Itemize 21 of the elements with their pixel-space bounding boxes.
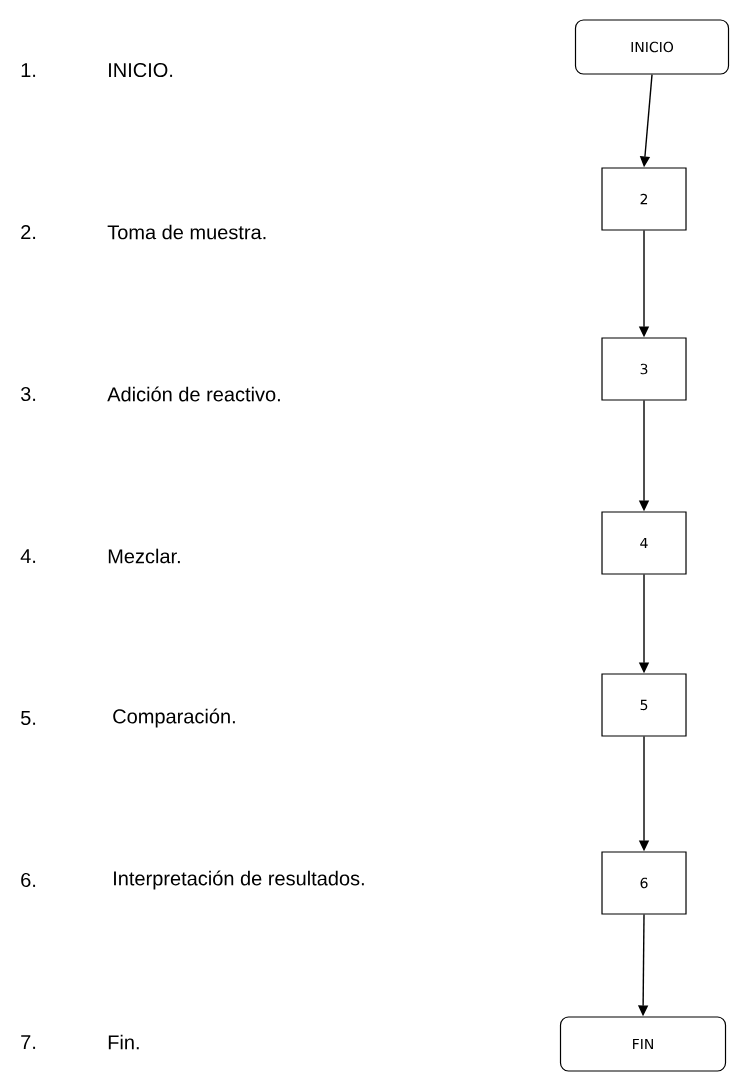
step-number: 5. [21, 711, 36, 725]
process-box: 2 [601, 167, 687, 231]
process-box: 5 [601, 673, 687, 737]
step-number: 4. [20, 549, 36, 563]
terminal-box: FIN [559, 1016, 727, 1072]
step-number: 1. [21, 63, 36, 77]
process-box: 4 [601, 511, 687, 575]
step-number: 6. [21, 872, 36, 888]
step-text: Comparación. [113, 708, 235, 728]
step-text: Fin. [108, 1034, 139, 1050]
step-text: Mezclar. [108, 548, 180, 564]
step-text: INICIO. [109, 62, 173, 78]
step-number: 2. [21, 225, 36, 239]
step-number: 3. [20, 386, 36, 402]
process-box: 6 [601, 851, 687, 915]
step-text: Adición de reactivo. [107, 386, 280, 402]
step-number: 7. [21, 1035, 36, 1049]
terminal-box: INICIO [574, 19, 730, 75]
step-text: Toma de muestra. [107, 224, 266, 240]
process-box: 3 [601, 337, 687, 401]
step-text: Interpretación de resultados. [114, 870, 364, 890]
